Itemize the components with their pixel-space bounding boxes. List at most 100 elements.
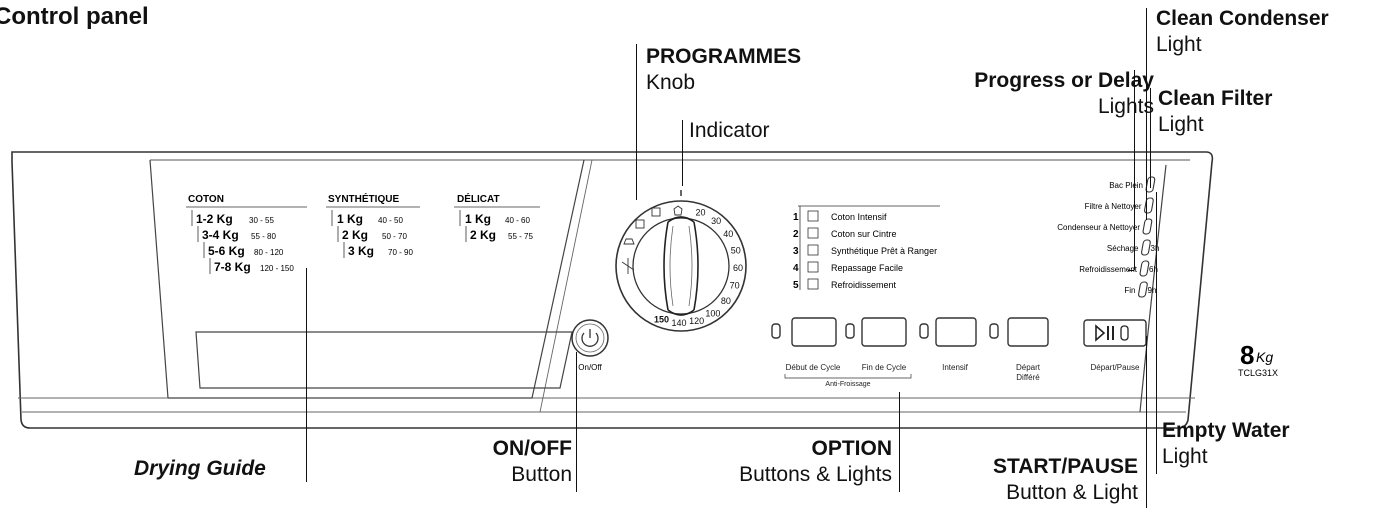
programmes-callout: PROGRAMMES Knob [646,45,802,94]
dial-number: 150 [654,315,669,325]
dial-iron-icon [623,238,635,245]
drying-guide-coton: COTON 1-2 Kg 30 - 55 3-4 Kg 55 - 80 5-6 … [186,194,307,274]
clean-condenser-callout: Clean Condenser Light [1156,7,1329,56]
power-icon [581,332,599,347]
dial-icons [621,205,683,274]
programme-label: Synthétique Prêt à Ranger [831,246,937,256]
svg-text:Départ/Pause: Départ/Pause [1091,363,1140,372]
capacity-number: 8 [1240,340,1254,370]
drying-guide-synthetique: SYNTHÉTIQUE 1 Kg 40 - 50 2 Kg 50 - 70 3 … [326,192,420,258]
depart-differe-button[interactable] [1007,317,1049,347]
delicat-header: DÉLICAT [457,192,500,205]
indicator-leader [682,120,684,186]
svg-text:Départ: Départ [1016,363,1041,372]
svg-text:Intensif: Intensif [942,363,969,372]
synthetique-header: SYNTHÉTIQUE [328,192,399,205]
option-buttons [771,317,1147,347]
option-callout: OPTION Buttons & Lights [739,437,892,486]
dial-hanger-icon [651,207,661,217]
dial-shirt-icon [673,205,683,216]
programme-label: Coton sur Cintre [831,229,897,239]
svg-text:Début de Cycle: Début de Cycle [786,363,841,372]
clean-condenser-leader [1146,8,1148,220]
status-light [1138,281,1148,298]
programme-number: 5 [793,280,799,291]
start-pause-icon [1095,324,1129,342]
programme-label: Coton Intensif [831,212,887,222]
dial-number: 80 [721,296,731,306]
delay-time-label: 6h [1149,265,1158,274]
svg-text:Fin de Cycle: Fin de Cycle [862,363,907,372]
svg-text:1-2 Kg: 1-2 Kg [196,212,233,226]
capacity-badge: 8 Kg TCLG31X [1238,340,1278,378]
capacity-unit: Kg [1256,349,1273,365]
drying-guide-callout: Drying Guide [134,457,266,480]
debut-de-cycle-button[interactable] [791,317,837,347]
delay-time-label: 9h [1148,286,1157,295]
start-pause-button[interactable] [1083,319,1147,347]
start-pause-leader [1146,336,1148,508]
programmes-leader [636,44,638,200]
programme-number: 2 [793,229,799,240]
programme-label: Repassage Facile [831,263,903,273]
svg-text:3 Kg: 3 Kg [348,244,374,258]
intensif-light [919,323,929,339]
svg-text:50 - 70: 50 - 70 [382,232,407,241]
drying-guide-delicat: DÉLICAT 1 Kg 40 - 60 2 Kg 55 - 75 [454,192,540,242]
svg-text:55 - 75: 55 - 75 [508,232,533,241]
start-pause-light [1120,325,1129,341]
shirt-intensive-icon [807,210,819,222]
panel-outline [11,151,1214,429]
status-light-label: Filtre à Nettoyer [1085,202,1142,211]
dial-number: 120 [689,316,704,326]
synthetic-shirt-icon [807,244,819,256]
depart-differe-light [989,323,999,339]
status-light [1142,218,1153,235]
svg-text:2 Kg: 2 Kg [342,228,368,242]
programme-number: 3 [793,246,799,257]
hanger-shirt-icon [807,227,819,239]
dial-number: 20 [695,207,705,217]
status-light-label: Refroidissement [1079,265,1138,274]
status-light-label: Bac Plein [1109,181,1143,190]
svg-text:40 - 60: 40 - 60 [505,216,530,225]
status-light [1139,260,1150,277]
dial-number: 100 [705,308,720,318]
svg-text:Différé: Différé [1016,373,1040,382]
svg-text:3-4 Kg: 3-4 Kg [202,228,239,242]
svg-text:80 - 120: 80 - 120 [254,248,284,257]
svg-text:70 - 90: 70 - 90 [388,248,413,257]
progress-leader [1134,70,1136,270]
svg-text:55 - 80: 55 - 80 [251,232,276,241]
drying-guide-window [195,331,573,389]
dial-fan-icon [621,258,635,274]
on-off-callout: ON/OFF Button [492,437,572,486]
drying-guide-leader [306,268,308,482]
clean-filter-leader [1150,88,1152,188]
start-pause-callout: START/PAUSE Button & Light [992,455,1138,504]
svg-text:7-8 Kg: 7-8 Kg [214,260,251,274]
svg-text:40 - 50: 40 - 50 [378,216,403,225]
empty-water-callout: Empty Water Light [1162,419,1290,468]
option-leader [899,392,901,492]
fin-light [845,323,855,339]
status-light [1141,239,1151,256]
intensif-button[interactable] [935,317,977,347]
dial-number: 60 [733,263,743,273]
svg-text:120 - 150: 120 - 150 [260,264,294,273]
svg-text:Anti-Froissage: Anti-Froissage [825,381,870,388]
iron-icon [807,261,819,273]
status-light-label: Condenseur à Nettoyer [1057,223,1140,232]
dial-number: 40 [723,229,733,239]
clean-filter-callout: Clean Filter Light [1158,87,1273,136]
empty-water-leader [1156,192,1158,474]
debut-light [771,323,781,339]
on-off-button[interactable]: On/Off [571,319,609,372]
dial-number: 140 [671,318,686,328]
svg-text:2 Kg: 2 Kg [470,228,496,242]
delay-time-label: 3h [1151,244,1160,253]
fin-de-cycle-button[interactable] [861,317,907,347]
